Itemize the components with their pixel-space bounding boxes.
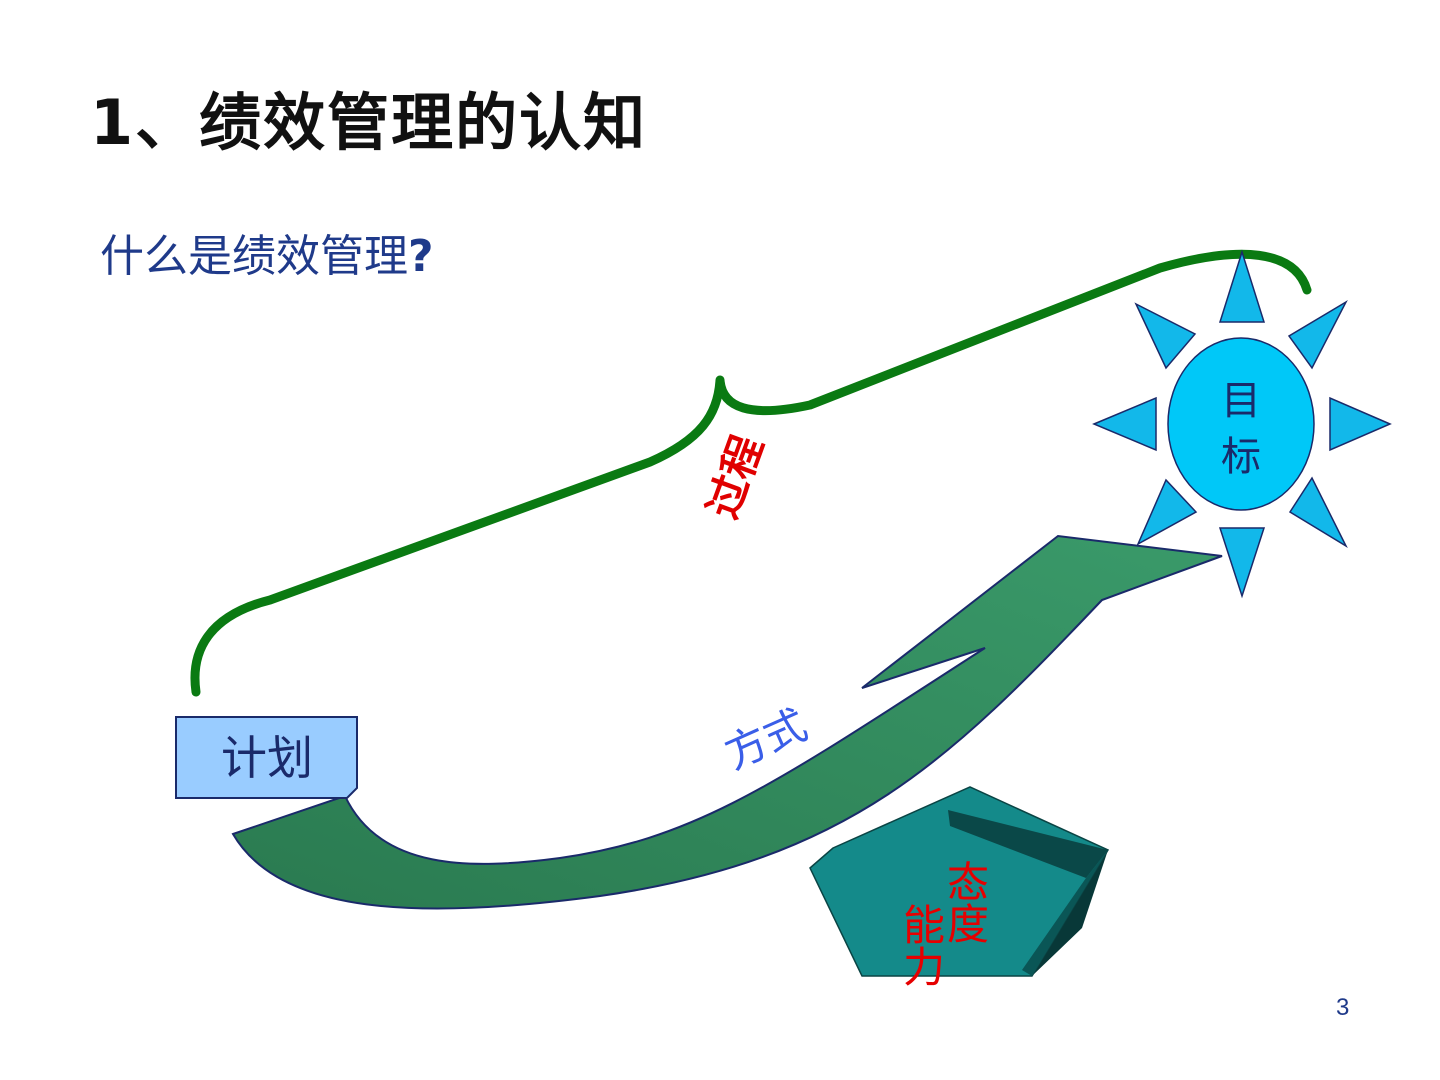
pentagon-icon: 态度 能力 (809, 786, 1110, 987)
subtitle-text: 什么是绩效管理 (100, 231, 408, 282)
sun-icon: 目 标 (1092, 249, 1392, 599)
plan-label: 计划 (221, 731, 313, 785)
goal-label-line2: 标 (1221, 434, 1261, 480)
curly-brace-icon (190, 249, 1312, 697)
subtitle: 什么是绩效管理? (100, 220, 434, 284)
curved-arrow-icon (231, 534, 1223, 910)
plan-box: 计划 (175, 716, 358, 799)
goal-label-line1: 目 (1221, 378, 1261, 424)
page-number: 3 (1336, 994, 1350, 1021)
process-label-group: 过程 (698, 429, 773, 525)
page-title: 1、绩效管理的认知 (90, 86, 648, 159)
subtitle-question-mark: ? (408, 231, 434, 282)
process-label: 过程 (698, 429, 773, 525)
attitude-label: 态度 (941, 860, 990, 944)
ability-label: 能力 (897, 903, 946, 987)
